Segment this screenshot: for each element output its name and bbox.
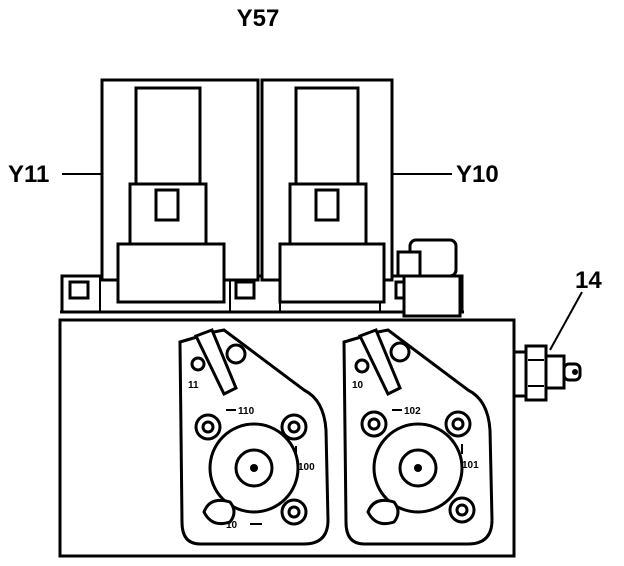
- hex-fitting: [396, 238, 462, 318]
- connector-14: [512, 344, 582, 402]
- solenoid-coil-y10: [260, 78, 394, 304]
- label-14: 14: [575, 267, 602, 294]
- label-y10: Y10: [456, 161, 499, 188]
- left-flange-plate: [178, 328, 330, 546]
- right-port-10: 10: [352, 380, 364, 391]
- left-port-10: 10: [226, 520, 238, 531]
- left-port-110: 110: [238, 406, 255, 417]
- right-port-101: 101: [462, 460, 479, 471]
- label-y57: Y57: [237, 5, 280, 32]
- left-port-100: 100: [298, 462, 315, 473]
- right-flange-plate: [342, 328, 494, 546]
- right-port-102: 102: [404, 406, 421, 417]
- solenoid-coil-y11: [100, 78, 260, 304]
- leader-14: [549, 291, 583, 351]
- left-port-11: 11: [188, 380, 199, 391]
- label-y11: Y11: [8, 161, 49, 188]
